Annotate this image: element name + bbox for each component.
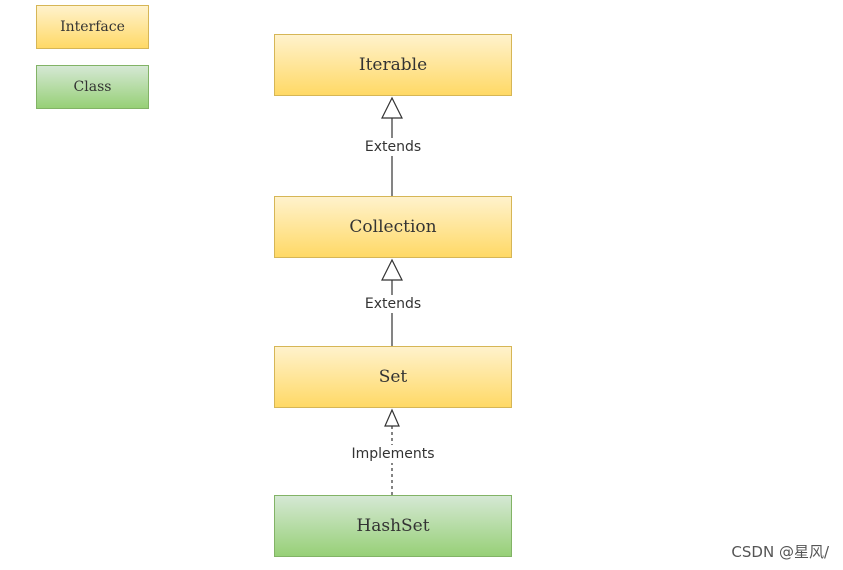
watermark: CSDN @星风/ (731, 543, 829, 561)
node-set-label: Set (378, 367, 408, 387)
arrowhead-collection (381, 258, 403, 281)
node-set: Set (274, 346, 512, 408)
node-iterable: Iterable (274, 34, 512, 96)
legend-interface-label: Interface (60, 19, 125, 35)
node-hashset-label: HashSet (356, 516, 430, 536)
node-iterable-label: Iterable (358, 55, 428, 75)
arrowhead-set (384, 408, 400, 427)
node-hashset: HashSet (274, 495, 512, 557)
node-collection-label: Collection (349, 217, 437, 237)
legend-class-label: Class (73, 79, 112, 95)
edge-label-extends: Extends (333, 138, 453, 156)
legend-interface: Interface (36, 5, 149, 49)
edge-label-extends: Extends (333, 295, 453, 313)
node-collection: Collection (274, 196, 512, 258)
arrowhead-iterable (381, 96, 403, 119)
legend-class: Class (36, 65, 149, 109)
edge-label-implements: Implements (333, 445, 453, 463)
